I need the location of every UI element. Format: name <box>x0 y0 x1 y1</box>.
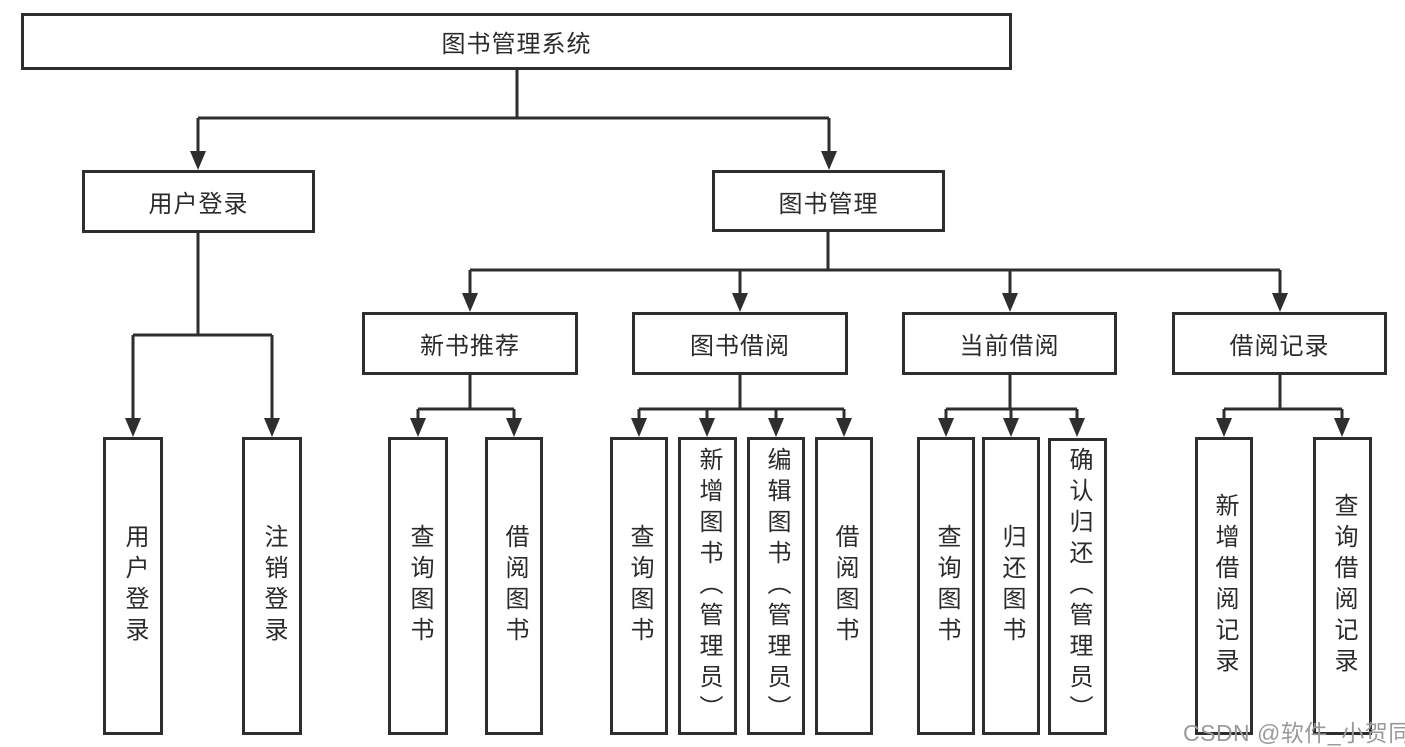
node-new-book-recommend-label: 新书推荐 <box>420 333 520 360</box>
leaf-add-books-admin: 新增图书（管理员） <box>678 437 737 735</box>
leaf-user-login: 用户登录 <box>103 437 163 735</box>
node-borrowing-records-label: 借阅记录 <box>1229 333 1330 360</box>
node-user-login: 用户登录 <box>82 170 315 233</box>
node-borrowing-records: 借阅记录 <box>1172 312 1387 375</box>
node-book-management: 图书管理 <box>712 170 945 232</box>
leaf-return-books: 归还图书 <box>982 437 1040 735</box>
node-current-borrowing: 当前借阅 <box>902 312 1117 375</box>
leaf-add-borrow-record: 新增借阅记录 <box>1195 437 1253 735</box>
node-book-management-label: 图书管理 <box>778 190 879 218</box>
node-current-borrowing-label: 当前借阅 <box>959 333 1060 360</box>
csdn-watermark: CSDN @软件_小贺同学 <box>1183 720 1405 746</box>
arrowheads <box>125 151 1350 437</box>
leaf-borrow-books-borrowing: 借阅图书 <box>815 437 873 735</box>
node-user-login-label: 用户登录 <box>148 191 249 218</box>
leaf-confirm-return-admin: 确认归还（管理员） <box>1048 438 1107 735</box>
leaf-logout-login: 注销登录 <box>242 437 302 735</box>
leaf-query-borrow-record: 查询借阅记录 <box>1313 437 1372 735</box>
leaf-query-books-borrowing: 查询图书 <box>610 437 668 735</box>
node-library-system-label: 图书管理系统 <box>441 31 592 58</box>
node-new-book-recommend: 新书推荐 <box>362 312 578 375</box>
leaf-borrow-books-recommend: 借阅图书 <box>485 437 543 735</box>
tree-edges <box>131 70 1344 421</box>
leaf-edit-books-admin: 编辑图书（管理员） <box>747 437 805 735</box>
leaf-query-books-current: 查询图书 <box>917 437 975 735</box>
leaf-query-books-recommend: 查询图书 <box>388 437 448 735</box>
node-library-system: 图书管理系统 <box>21 13 1012 70</box>
node-book-borrowing: 图书借阅 <box>632 312 848 375</box>
node-book-borrowing-label: 图书借阅 <box>690 333 790 360</box>
